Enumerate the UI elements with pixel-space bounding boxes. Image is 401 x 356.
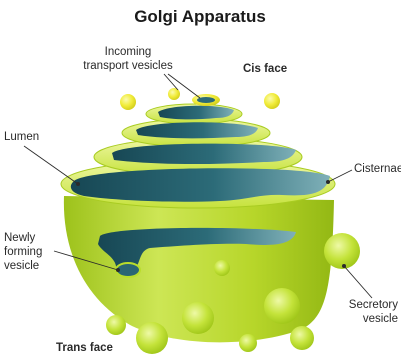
label-trans-face: Trans face: [56, 342, 113, 354]
svg-text:forming: forming: [4, 246, 42, 258]
diagram-title: Golgi Apparatus: [134, 7, 266, 26]
label-cis-face: Cis face: [243, 63, 287, 75]
svg-text:vesicle: vesicle: [4, 260, 39, 272]
label-incoming-vesicles: Incoming transport vesicles: [83, 46, 200, 98]
svg-text:Lumen: Lumen: [4, 131, 39, 143]
label-secretory-vesicle: Secretory vesicle: [342, 264, 398, 325]
svg-text:vesicle: vesicle: [363, 313, 398, 325]
svg-text:transport vesicles: transport vesicles: [83, 60, 173, 72]
svg-text:Newly: Newly: [4, 232, 36, 244]
svg-text:Incoming: Incoming: [105, 46, 152, 58]
svg-text:Cisternae: Cisternae: [354, 163, 401, 175]
label-cisternae: Cisternae: [326, 163, 401, 184]
label-lumen: Lumen: [4, 131, 80, 186]
svg-text:Secretory: Secretory: [349, 299, 398, 311]
